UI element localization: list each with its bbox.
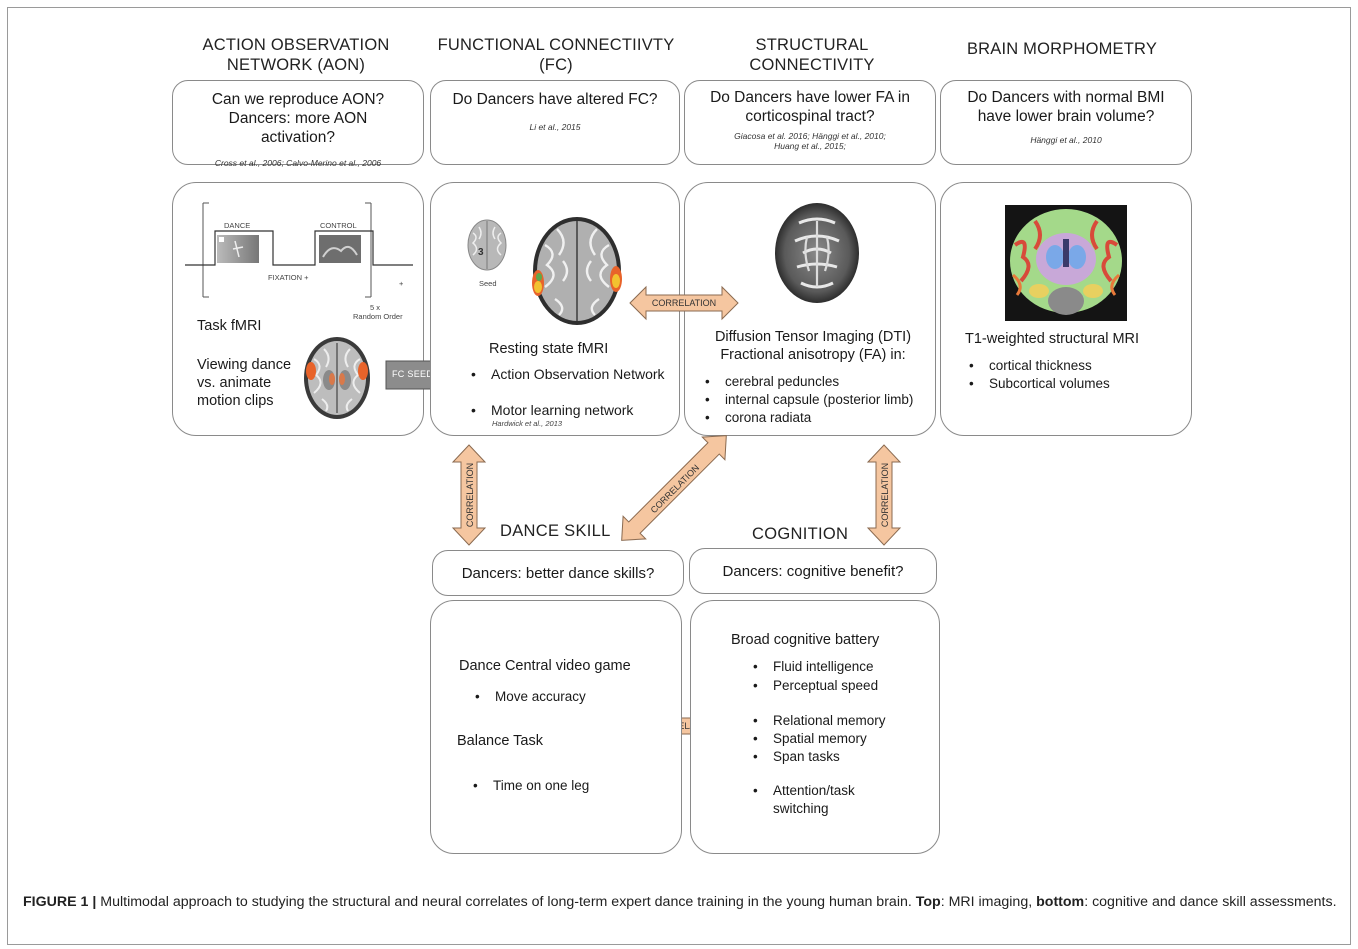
caption-label: FIGURE 1 | — [23, 894, 97, 910]
axial-brain-activation-image — [304, 337, 370, 419]
fc-seeds-label: FC SEEDS — [392, 369, 440, 379]
cognition-question: Dancers: cognitive benefit? — [722, 563, 904, 580]
t1-segmentation-image — [1005, 205, 1127, 321]
correlation-arrow-fc-dance — [451, 444, 487, 546]
cognitive-group-3: Attention/task switching — [747, 782, 877, 818]
dti-fa-brain-image — [773, 201, 861, 305]
cognitive-measure: Perceptual speed — [747, 677, 937, 695]
panel-sc: Diffusion Tensor Imaging (DTI) Fractiona… — [684, 182, 936, 436]
correlation-arrow-fc-sc — [629, 285, 739, 321]
dance-condition-label: DANCE — [224, 221, 251, 230]
caption-bottom-text: : cognitive and dance skill assessments. — [1084, 894, 1337, 910]
cognitive-measure: Spatial memory — [747, 730, 937, 748]
fa-region-item: internal capsule (posterior limb) — [699, 391, 935, 409]
balance-task-measure: Time on one leg — [467, 777, 667, 795]
cognitive-group-1: Fluid intelligence Perceptual speed — [747, 658, 937, 695]
panel-bm: T1-weighted structural MRI cortical thic… — [940, 182, 1192, 436]
fc-network-list: Action Observation Network Motor learnin… — [465, 365, 681, 419]
correlation-label: CORRELATION — [652, 721, 716, 731]
correlation-arrow-sc-cognition — [866, 444, 902, 546]
balance-task-title: Balance Task — [457, 733, 543, 749]
correlation-label: CORRELATION — [880, 463, 890, 527]
morphometry-list: cortical thickness Subcortical volumes — [963, 357, 1183, 393]
balance-task-measures: Time on one leg — [467, 777, 667, 795]
caption-top-text: : MRI imaging, — [940, 894, 1037, 910]
column-title-fc: FUNCTIONAL CONNECTIIVTY (FC) — [437, 36, 675, 74]
cognitive-battery-title: Broad cognitive battery — [731, 632, 880, 648]
reference-bm: Hänggi et al., 2010 — [1030, 135, 1102, 145]
fa-region-item: cerebral peduncles — [699, 373, 935, 391]
caption-bottom-label: bottom — [1036, 894, 1085, 910]
figure-caption: FIGURE 1 | Multimodal approach to studyi… — [23, 892, 1338, 913]
question-sc: Do Dancers have lower FA in corticospina… — [710, 89, 910, 125]
t1-title: T1-weighted structural MRI — [965, 331, 1140, 347]
cognitive-measure: Relational memory — [747, 712, 937, 730]
dance-task-measures: Move accuracy — [469, 688, 669, 706]
cognitive-measure: Attention/task switching — [747, 782, 877, 818]
cognitive-group-2: Relational memory Spatial memory Span ta… — [747, 712, 937, 766]
seed-label: Seed — [479, 279, 497, 288]
repeat-count: 5 x — [370, 303, 381, 312]
question-box-aon: Can we reproduce AON? Dancers: more AON … — [172, 80, 424, 168]
question-box-fc: Do Dancers have altered FC? Li et al., 2… — [430, 80, 680, 165]
question-box-bm: Do Dancers with normal BMI have lower br… — [940, 80, 1192, 165]
motor-network-reference: Hardwick et al., 2013 — [492, 419, 563, 428]
seed-brain-icon — [467, 219, 507, 271]
fixation-label: FIXATION + — [268, 273, 309, 282]
fa-region-item: corona radiata — [699, 409, 935, 427]
cognition-question-box: Dancers: cognitive benefit? — [689, 548, 937, 594]
cognitive-measure: Span tasks — [747, 748, 937, 766]
dance-task-title: Dance Central video game — [459, 658, 631, 674]
cognition-header: COGNITION — [752, 525, 849, 543]
dance-task-measure: Move accuracy — [469, 688, 669, 706]
dance-question-box: Dancers: better dance skills? — [432, 550, 684, 596]
column-title-bm: BRAIN MORPHOMETRY — [966, 40, 1158, 58]
dti-title: Diffusion Tensor Imaging (DTI) — [714, 329, 912, 345]
control-condition-label: CONTROL — [320, 221, 357, 230]
fixation-plus: + — [399, 279, 404, 288]
fc-network-item: Action Observation Network — [465, 365, 681, 383]
task-timeline-diagram — [185, 202, 413, 298]
task-fmri-description: Viewing dance vs. animate motion clips — [197, 357, 292, 409]
correlation-label: CORRELATION — [649, 463, 702, 516]
task-fmri-title: Task fMRI — [197, 318, 262, 334]
correlation-label: CORRELATION — [652, 298, 716, 308]
question-box-sc: Do Dancers have lower FA in corticospina… — [684, 80, 936, 165]
reference-sc: Giacosa et al. 2016; Hänggi et al., 2010… — [734, 131, 886, 151]
panel-dance-skill: Dance Central video game Move accuracy B… — [430, 600, 682, 854]
question-aon: Can we reproduce AON? Dancers: more AON … — [211, 91, 385, 146]
morphometry-item: cortical thickness — [963, 357, 1183, 375]
column-title-sc: STRUCTURAL CONNECTIVITY — [749, 36, 875, 74]
question-bm: Do Dancers with normal BMI have lower br… — [967, 89, 1165, 125]
random-order-label: Random Order — [353, 312, 403, 321]
axial-brain-connectivity-image — [532, 217, 622, 325]
dance-question: Dancers: better dance skills? — [461, 565, 655, 582]
figure-frame — [7, 7, 1351, 945]
correlation-arrow-sc-dance — [621, 435, 727, 541]
fa-subtitle: Fractional anisotropy (FA) in: — [720, 347, 906, 363]
caption-text: Multimodal approach to studying the stru… — [96, 894, 916, 910]
caption-top-label: Top — [915, 894, 941, 910]
column-title-aon: ACTION OBSERVATION NETWORK (AON) — [202, 36, 390, 74]
fa-region-list: cerebral peduncles internal capsule (pos… — [699, 373, 935, 427]
cognitive-measure: Fluid intelligence — [747, 658, 937, 676]
panel-cognition: Broad cognitive battery Fluid intelligen… — [690, 600, 940, 854]
reference-aon: Cross et al., 2006; Calvo-Merino et al.,… — [214, 158, 382, 168]
morphometry-item: Subcortical volumes — [963, 375, 1183, 393]
resting-state-title: Resting state fMRI — [489, 341, 609, 357]
correlation-label: CORRELATION — [465, 463, 475, 527]
panel-aon: DANCE CONTROL FIXATION + + 5 x Random Or… — [172, 182, 424, 436]
fc-network-item: Motor learning network — [465, 401, 681, 419]
dance-skill-header: DANCE SKILL — [500, 522, 611, 540]
seed-number: 3 — [478, 247, 484, 258]
reference-fc: Li et al., 2015 — [529, 122, 581, 132]
question-fc: Do Dancers have altered FC? — [452, 91, 658, 108]
